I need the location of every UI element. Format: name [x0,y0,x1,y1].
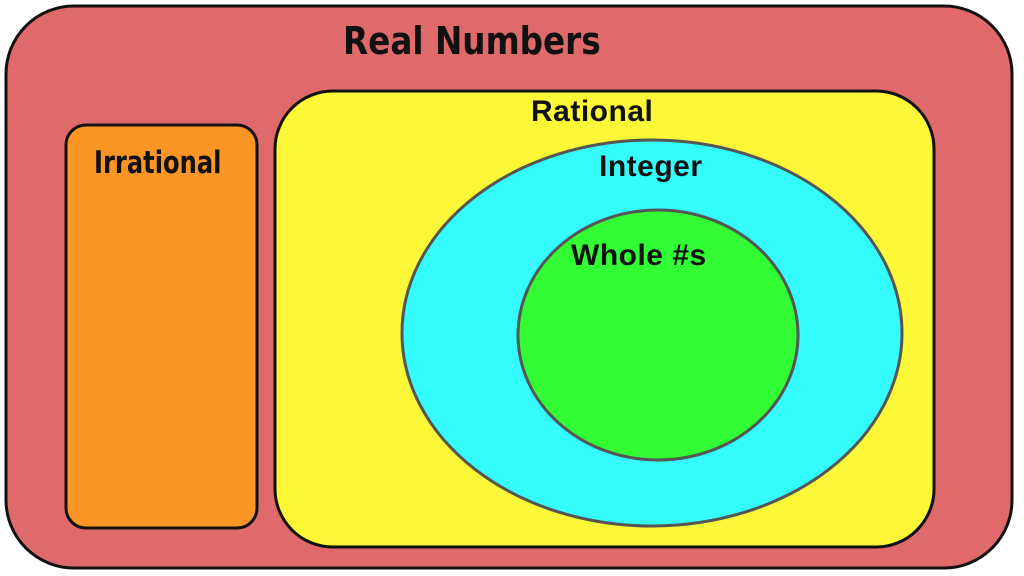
real-numbers-label: Real Numbers [343,19,601,63]
whole-numbers-region [516,208,800,462]
whole-numbers-label: Whole #s [571,239,707,272]
irrational-region [64,123,259,530]
integer-label: Integer [599,150,703,183]
rational-label: Rational [531,95,654,128]
irrational-label: Irrational [94,145,222,181]
